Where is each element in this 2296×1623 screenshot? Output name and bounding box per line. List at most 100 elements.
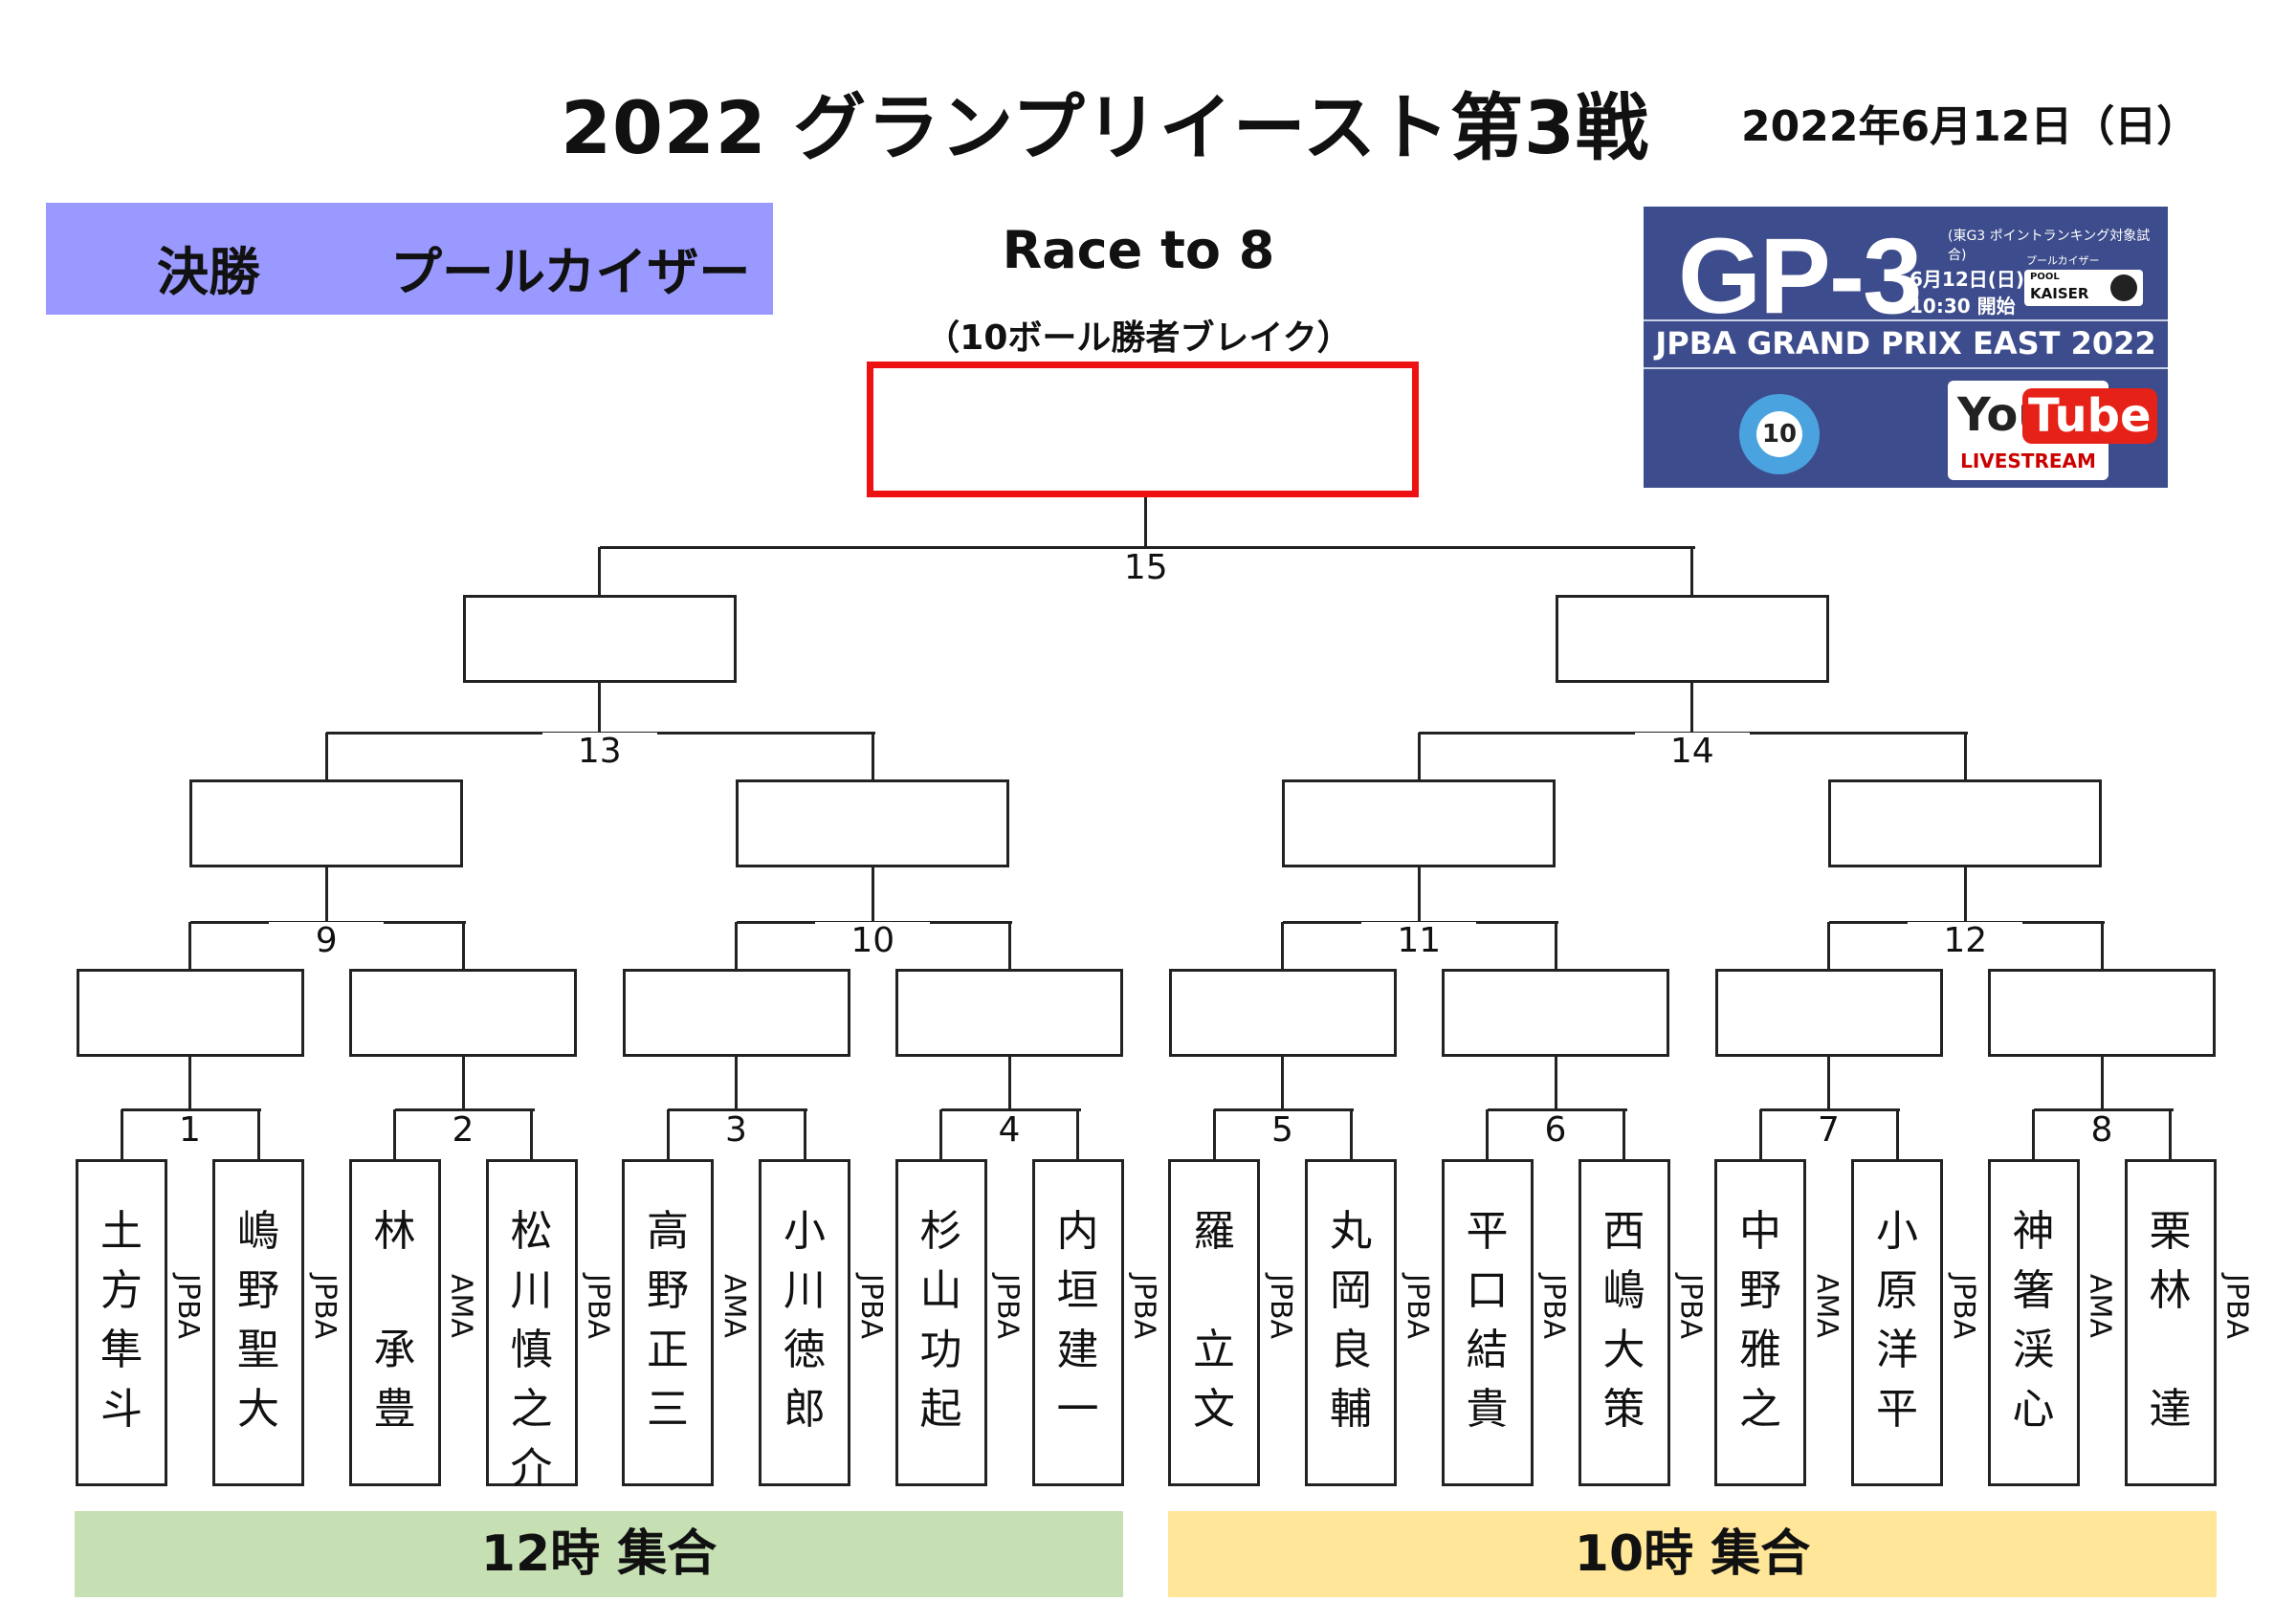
player-name-char: 川 — [784, 1266, 826, 1315]
player-name: 松川慎之介 — [489, 1162, 575, 1499]
bracket-line — [939, 1109, 942, 1159]
bracket-line — [1963, 733, 1967, 779]
player-name-char: 栗 — [2149, 1207, 2192, 1256]
match-number: 3 — [678, 1111, 794, 1150]
player-name-char: 起 — [919, 1385, 962, 1434]
quarterfinal-box — [189, 779, 464, 867]
player-name-char: 岡 — [1330, 1266, 1372, 1315]
bracket-line — [1281, 1057, 1284, 1109]
player-name-char: 達 — [2149, 1385, 2192, 1434]
player-card: 中野雅之 — [1714, 1159, 1806, 1486]
match-number: 14 — [1634, 733, 1750, 771]
player-name-char: 方 — [100, 1266, 143, 1315]
player-name-char: 正 — [647, 1326, 689, 1374]
bracket-line — [1417, 733, 1421, 779]
bracket-line — [1623, 1109, 1625, 1159]
match-winner-box — [1442, 969, 1669, 1057]
match-winner-box — [1168, 969, 1397, 1057]
match-number: 12 — [1908, 922, 2023, 960]
quarterfinal-box — [1828, 779, 2103, 867]
match-number: 6 — [1498, 1111, 1613, 1150]
bracket-line — [735, 922, 738, 969]
player-name-char: 林 — [373, 1207, 416, 1256]
player-name: 丸岡良輔 — [1308, 1162, 1394, 1439]
player-name-char: 一 — [1056, 1385, 1099, 1434]
player-name-char: 丸 — [1330, 1207, 1372, 1256]
logo-date: 6月12日(日) — [1910, 268, 2025, 291]
player-name-char: 建 — [1056, 1326, 1099, 1374]
bracket-line — [461, 922, 465, 969]
logo-event: JPBA GRAND PRIX EAST 2022 — [1655, 325, 2156, 362]
player-name-char — [1171, 1261, 1257, 1321]
quarterfinal-box — [1282, 779, 1556, 867]
bracket-line — [1212, 1109, 1216, 1159]
player-name-char: 大 — [1602, 1326, 1645, 1374]
player-name-char: 徳 — [784, 1326, 826, 1374]
bracket-line — [1349, 1109, 1353, 1159]
player-name-char: 高 — [647, 1207, 689, 1256]
player-name-char: 野 — [647, 1266, 689, 1315]
bracket-line — [324, 867, 328, 922]
player-affiliation: JPBA — [1401, 1274, 1434, 1340]
bracket-line — [324, 733, 328, 779]
bracket-line — [871, 733, 874, 779]
player-card: 平口結貴 — [1441, 1159, 1534, 1486]
player-name-char: 之 — [510, 1385, 553, 1434]
player-name-char: 土 — [100, 1207, 143, 1256]
page-title: 2022 グランプリイースト第3戦 — [561, 85, 1649, 170]
youtube-tube: Tube — [2022, 388, 2157, 444]
event-date: 2022年6月12日（日） — [1741, 102, 2199, 151]
player-name-char: 策 — [1602, 1385, 1645, 1434]
semifinal-box — [462, 595, 737, 683]
player-name-char: 嶋 — [1602, 1266, 1645, 1315]
player-card: 嶋野聖大 — [212, 1159, 304, 1486]
player-affiliation: JPBA — [1127, 1274, 1161, 1340]
player-name-char: 功 — [919, 1326, 962, 1374]
bracket-line — [666, 1109, 670, 1159]
player-name: 中野雅之 — [1717, 1162, 1803, 1439]
youtube-badge: You Tube LIVESTREAM — [1948, 381, 2157, 480]
bracket-line — [1690, 683, 1694, 733]
player-name: 羅立文 — [1171, 1162, 1257, 1439]
player-name: 神箸渓心 — [1991, 1162, 2077, 1439]
player-card: 西嶋大策 — [1578, 1159, 1670, 1486]
player-name-char: 箸 — [2012, 1266, 2055, 1315]
bracket-line — [1486, 1109, 1489, 1159]
bracket-line — [188, 922, 191, 969]
logo-divider-2 — [1644, 367, 2168, 369]
player-name-char: 野 — [237, 1266, 279, 1315]
bracket-line — [121, 1108, 261, 1111]
player-name-char: 西 — [1602, 1207, 1645, 1256]
player-card: 杉山功起 — [894, 1159, 987, 1486]
match-number: 5 — [1225, 1111, 1340, 1150]
player-name-char: 平 — [1466, 1207, 1509, 1256]
match-number: 1 — [132, 1111, 248, 1150]
player-affiliation: JPBA — [308, 1274, 342, 1340]
player-name-char: 良 — [1330, 1326, 1372, 1374]
player-name-char: 川 — [510, 1266, 553, 1315]
bracket-line — [871, 867, 874, 922]
player-name-char: 立 — [1193, 1326, 1235, 1374]
bracket-line — [1281, 922, 1284, 969]
player-affiliation: JPBA — [1264, 1274, 1297, 1340]
quarterfinal-box — [736, 779, 1010, 867]
logo-time: 10:30 開始 — [1910, 295, 2016, 318]
bracket-line — [1007, 922, 1011, 969]
player-name-char: 原 — [1876, 1266, 1918, 1315]
player-name-char: 羅 — [1193, 1207, 1235, 1256]
bracket-line — [598, 547, 602, 595]
player-affiliation: JPBA — [581, 1274, 615, 1340]
player-name-char: 嶋 — [237, 1207, 279, 1256]
player-name-char: 垣 — [1056, 1266, 1099, 1315]
bracket-line — [599, 545, 1695, 549]
player-name-char: 松 — [510, 1207, 553, 1256]
match-number: 15 — [1088, 549, 1203, 587]
final-banner: 決勝 プールカイザー — [46, 203, 773, 315]
player-name: 西嶋大策 — [1581, 1162, 1667, 1439]
player-name-char — [352, 1261, 438, 1321]
match-winner-box — [76, 969, 304, 1057]
player-name: 小川徳郎 — [762, 1162, 848, 1439]
player-name-char: 豊 — [373, 1385, 416, 1434]
gather-left: 12時 集合 — [75, 1511, 1123, 1597]
